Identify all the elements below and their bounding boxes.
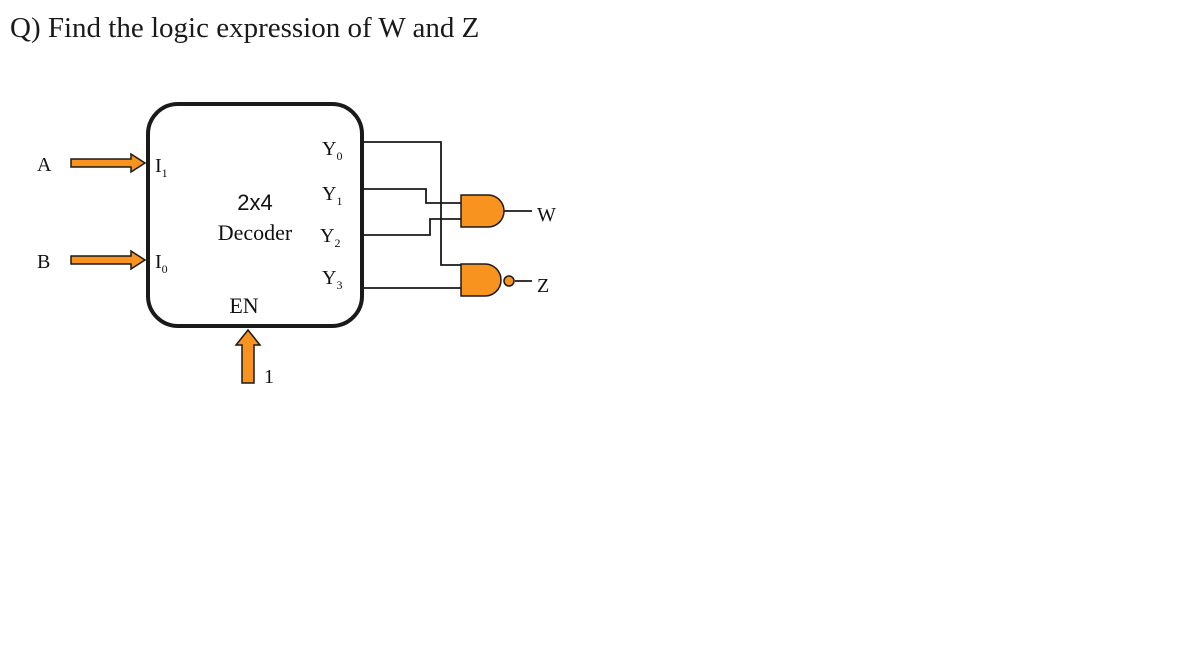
output-y1-label: Y1 (322, 183, 342, 208)
nand-bubble (503, 275, 515, 287)
input-i0-label: I0 (155, 251, 168, 276)
wire-y2 (362, 218, 461, 236)
and-gate (460, 194, 505, 228)
enable-arrow (234, 328, 262, 384)
decoder-label-line1: 2x4 (237, 190, 272, 215)
enable-value-label: 1 (264, 366, 274, 388)
output-y3-label: Y3 (322, 267, 342, 292)
question-text: Q) Find the logic expression of W and Z (10, 12, 480, 44)
output-w-label: W (537, 204, 556, 226)
input-b-arrow (70, 249, 147, 271)
input-a-arrow (70, 152, 147, 174)
output-y0-label: Y0 (322, 138, 342, 163)
decoder-block (146, 102, 364, 328)
output-z-label: Z (537, 275, 549, 297)
enable-label: EN (229, 293, 258, 318)
signal-a-label: A (37, 154, 52, 176)
input-i1-label: I1 (155, 155, 168, 180)
nand-gate (460, 263, 502, 297)
output-y2-label: Y2 (320, 225, 340, 250)
signal-b-label: B (37, 251, 50, 273)
wiring (362, 141, 532, 289)
decoder-label-line2: Decoder (218, 220, 293, 245)
wire-y1 (362, 188, 461, 204)
